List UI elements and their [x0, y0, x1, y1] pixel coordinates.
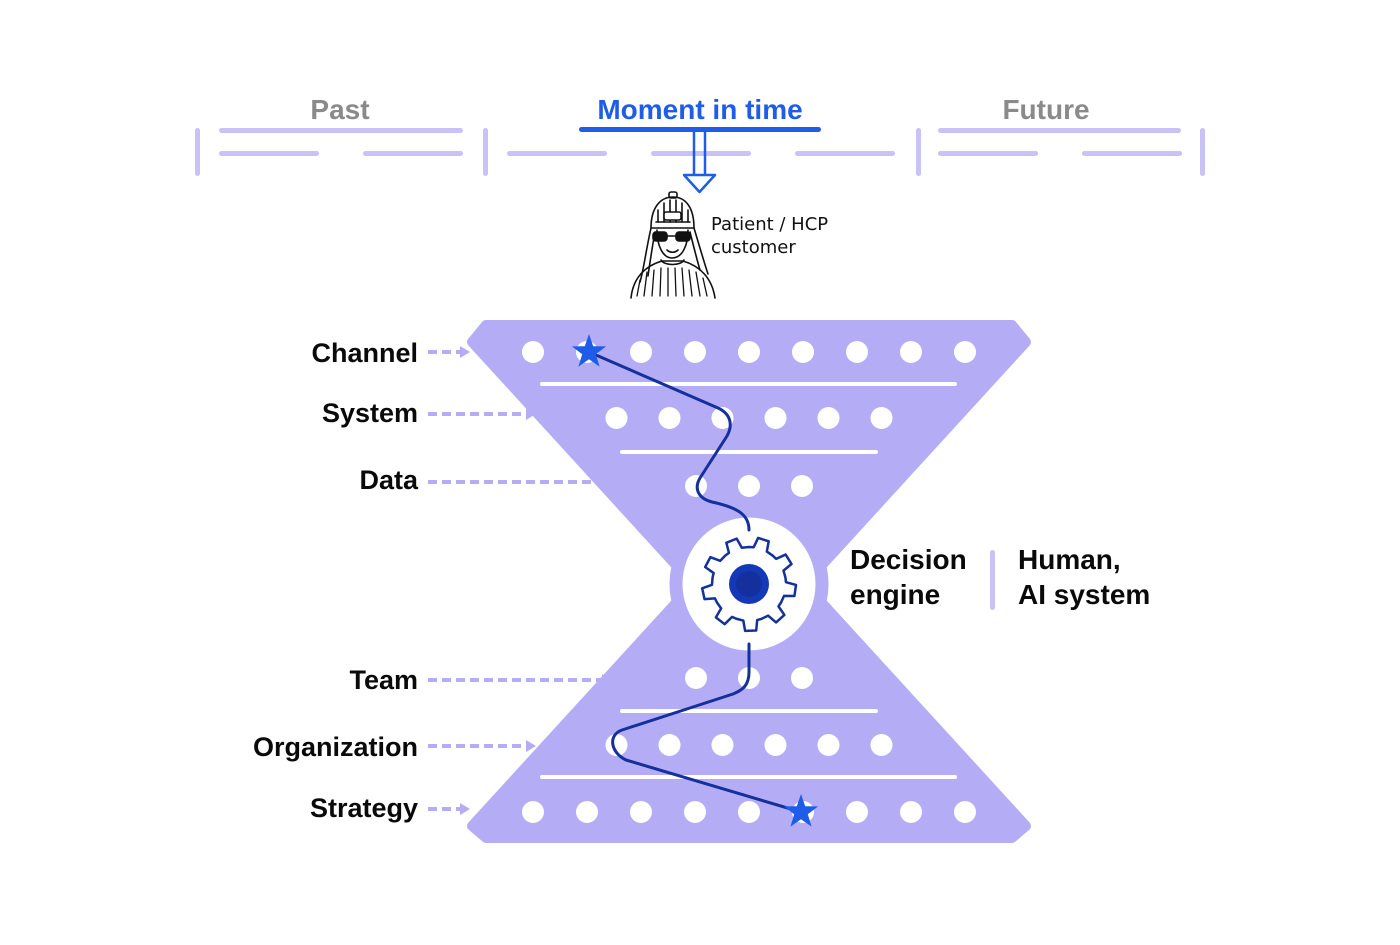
timeline-dash: [219, 151, 319, 156]
timeline-dash: [938, 128, 1181, 133]
layer-dot: [684, 801, 706, 823]
layer-dot: [711, 734, 734, 756]
timeline-separator: [483, 128, 488, 176]
timeline-moment-label: Moment in time: [597, 94, 802, 125]
layer-dot: [684, 341, 706, 363]
layer-dot: [791, 667, 813, 689]
persona-label-line1: Patient / HCP: [711, 214, 828, 235]
arrow-head-icon: [526, 740, 536, 752]
layer-dot: [605, 734, 628, 756]
layer-dot: [817, 734, 840, 756]
star-icon: [783, 794, 819, 827]
layer-dots: [522, 341, 976, 823]
layer-label-strategy: Strategy: [310, 793, 418, 823]
layer-dot: [630, 801, 652, 823]
layer-dot: [576, 801, 598, 823]
layer-divider: [540, 775, 957, 779]
layer-dot: [846, 341, 868, 363]
timeline-separator: [1200, 128, 1205, 176]
arrow-head-icon: [602, 476, 612, 488]
timeline-past-label: Past: [310, 94, 369, 125]
moment-arrow-icon: [682, 132, 717, 194]
moment-underline: [579, 127, 821, 132]
layer-dot: [711, 407, 734, 429]
gear-icon: [700, 536, 798, 633]
timeline-future-label: Future: [1002, 94, 1089, 125]
layer-dot: [900, 801, 922, 823]
layer-divider: [620, 709, 878, 713]
layer-dot: [846, 801, 868, 823]
layer-divider: [540, 382, 957, 386]
journey-path: [587, 350, 803, 814]
layer-dot: [522, 341, 544, 363]
layer-label-system: System: [322, 398, 418, 428]
timeline-tracks: [195, 128, 1205, 176]
journey-line-top: [587, 350, 751, 532]
layer-dot: [738, 801, 760, 823]
engine-label-line2: engine: [850, 579, 940, 610]
layer-label-team: Team: [349, 665, 418, 695]
layer-dot: [764, 734, 787, 756]
layer-dot: [605, 407, 628, 429]
arrow-head-icon: [602, 674, 612, 686]
arrow-head-icon: [460, 346, 470, 358]
layer-label-organization: Organization: [253, 732, 418, 762]
timeline-dash: [219, 128, 463, 133]
timeline-dash: [507, 151, 607, 156]
timeline-dash: [1082, 151, 1182, 156]
timeline-separator: [916, 128, 921, 176]
engine-separator: [990, 550, 995, 610]
layer-dot: [954, 341, 976, 363]
person-icon: [630, 191, 716, 299]
persona-label-line2: customer: [711, 237, 796, 258]
layer-dot: [791, 475, 813, 497]
timeline-dash: [363, 151, 463, 156]
layer-dot: [738, 341, 760, 363]
layer-dot: [685, 667, 707, 689]
timeline-separator: [195, 128, 200, 176]
journey-line-bottom: [611, 642, 803, 814]
star-icon: [571, 334, 607, 367]
engine-actors-line1: Human,: [1018, 544, 1121, 575]
layer-dot: [900, 341, 922, 363]
timeline-dash: [938, 151, 1038, 156]
layer-dot: [817, 407, 840, 429]
arrow-head-icon: [526, 408, 536, 420]
engine-label-line1: Decision: [850, 544, 967, 575]
layer-dot: [870, 734, 893, 756]
timeline: Past Moment in time Future: [195, 94, 1205, 194]
layer-dot: [954, 801, 976, 823]
layer-label-data: Data: [359, 465, 419, 495]
layer-dot: [658, 734, 681, 756]
layer-dot: [658, 407, 681, 429]
layer-dot: [738, 475, 760, 497]
layer-dot: [870, 407, 893, 429]
engine-actors-line2: AI system: [1018, 579, 1150, 610]
layer-arrows: [428, 346, 612, 815]
layer-labels: Channel System Data Team Organization St…: [253, 338, 419, 823]
timeline-dash: [651, 151, 751, 156]
arrow-head-icon: [460, 803, 470, 815]
layer-label-channel: Channel: [311, 338, 418, 368]
layer-dot: [792, 341, 814, 363]
layer-dot: [630, 341, 652, 363]
layer-divider: [620, 450, 878, 454]
gear-core-inner: [736, 571, 762, 597]
timeline-dash: [795, 151, 895, 156]
layer-dot: [764, 407, 787, 429]
layer-dot: [522, 801, 544, 823]
